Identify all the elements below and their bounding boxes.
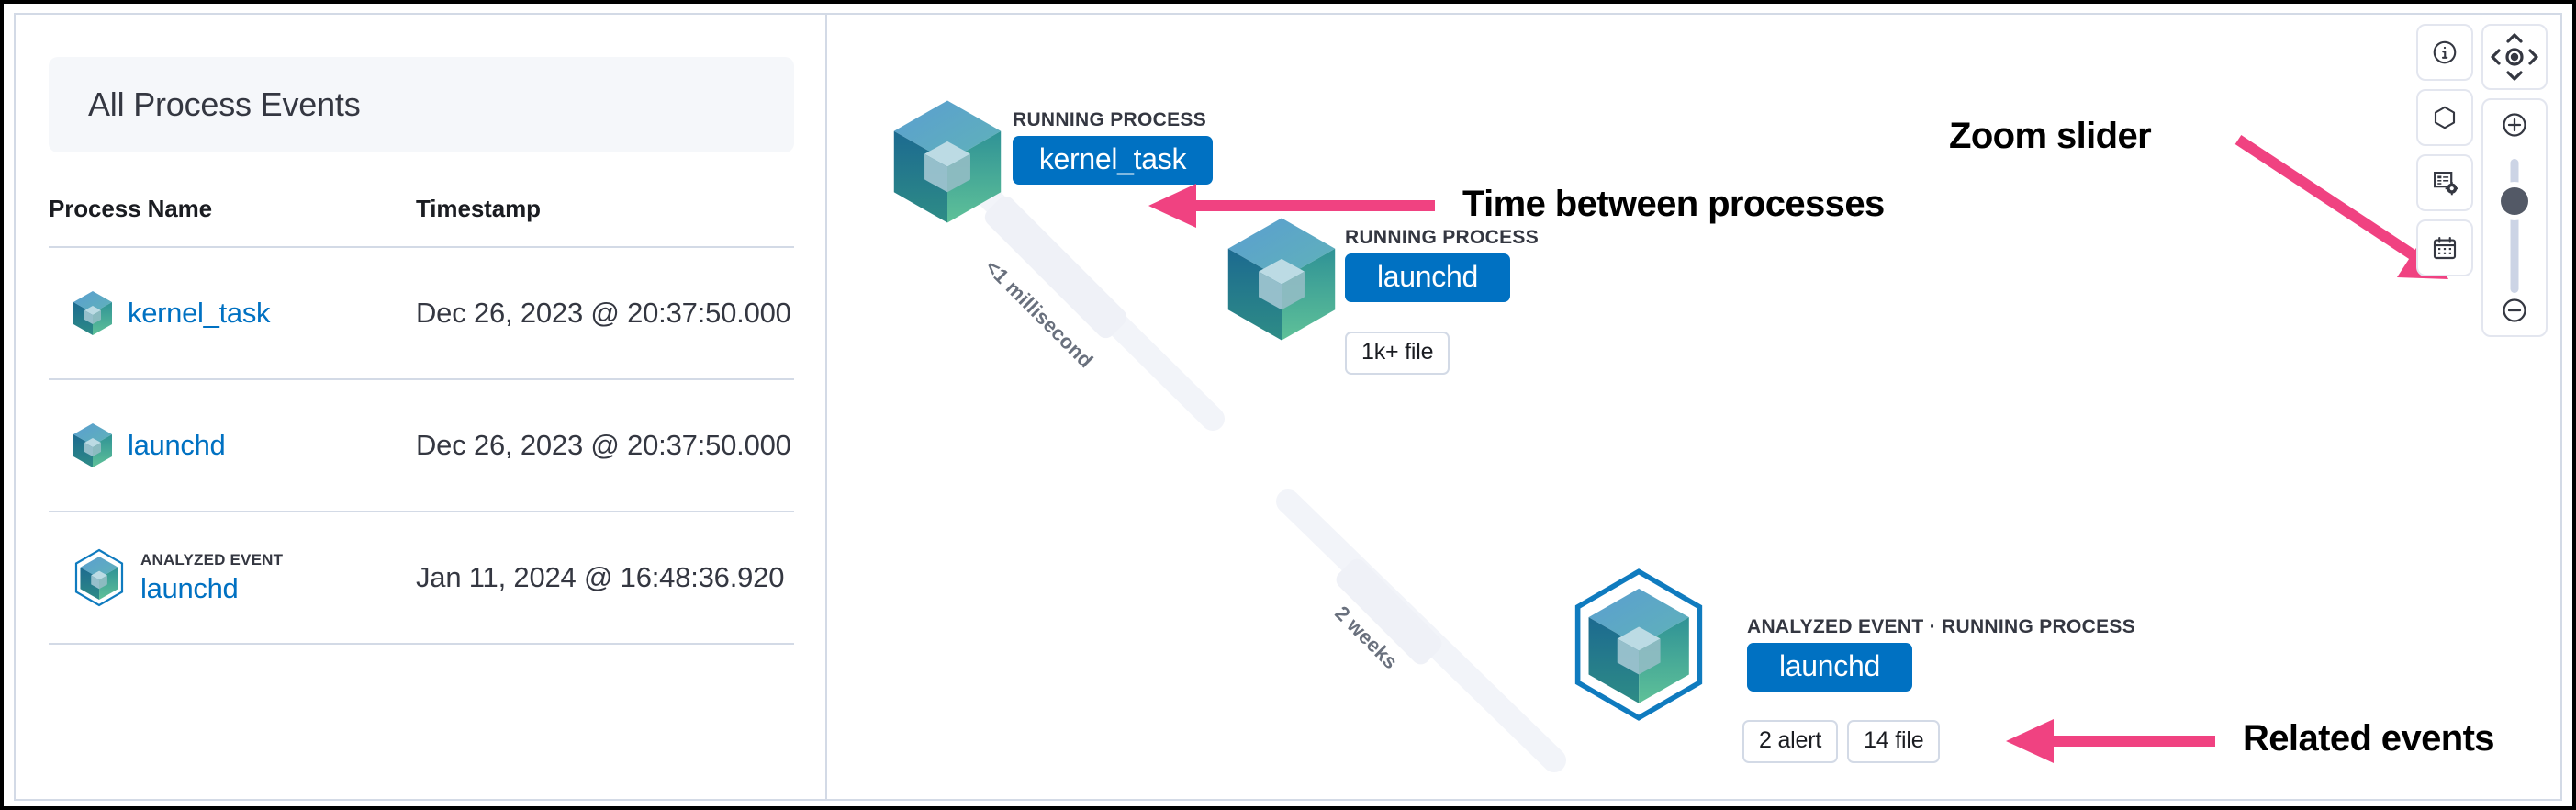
calendar-icon-button[interactable]: [2416, 219, 2473, 276]
table-row[interactable]: kernel_task Dec 26, 2023 @ 20:37:50.000: [49, 248, 794, 380]
pan-control-icons: [2491, 33, 2538, 81]
hexagon-icon: [2434, 106, 2456, 129]
page-title: All Process Events: [88, 85, 361, 123]
graph-node-launchd-analyzed-label: ANALYZED EVENT · RUNNING PROCESS launchd: [1747, 616, 2135, 692]
left-panel: All Process Events Process Name Timestam…: [16, 15, 827, 799]
column-header-timestamp: Timestamp: [416, 195, 541, 222]
process-events-table: Process Name Timestamp: [49, 195, 794, 645]
panel-title-bar: All Process Events: [49, 57, 794, 152]
zoom-slider-thumb[interactable]: [2501, 187, 2528, 215]
graph-node-kernel-task[interactable]: [891, 97, 1003, 231]
info-icon-button[interactable]: [2416, 24, 2473, 81]
toolbar-right-column: [2481, 24, 2548, 337]
chevron-left-icon: [2491, 49, 2501, 65]
process-name-block: launchd: [128, 429, 226, 462]
annotation-related-events: Related events: [2243, 718, 2495, 759]
cell-process-name: launchd: [49, 422, 416, 468]
node-kind-label: RUNNING PROCESS: [1345, 227, 1540, 248]
app-card: All Process Events Process Name Timestam…: [14, 13, 2562, 801]
hexagon-icon-button[interactable]: [2416, 89, 2473, 146]
calendar-icon: [2433, 236, 2457, 260]
graph-edges: [941, 150, 1566, 772]
analyzed-event-cube-icon: [73, 548, 126, 607]
process-name-block: kernel_task: [128, 297, 271, 330]
process-link[interactable]: kernel_task: [128, 297, 271, 329]
table-header-row: Process Name Timestamp: [49, 195, 794, 248]
graph-node-launchd-running[interactable]: [1226, 215, 1338, 348]
node-pill-kernel-task[interactable]: kernel_task: [1013, 136, 1213, 185]
graph-node-launchd-analyzed[interactable]: [1568, 566, 1709, 728]
cell-process-name: kernel_task: [49, 290, 416, 336]
node-kind-label: RUNNING PROCESS: [1013, 109, 1207, 130]
node-pill-launchd-analyzed[interactable]: launchd: [1747, 643, 1912, 692]
annotation-zoom-slider: Zoom slider: [1949, 116, 2152, 156]
process-cube-icon: [73, 290, 113, 336]
cell-timestamp: Jan 11, 2024 @ 16:48:36.920: [416, 560, 785, 593]
chevron-up-icon: [2506, 33, 2523, 43]
graph-toolbar: [2416, 24, 2548, 337]
zoom-slider-track[interactable]: [2510, 159, 2519, 293]
badge-file-count[interactable]: 14 file: [1847, 720, 1941, 763]
process-cube-icon: [73, 422, 113, 468]
node-kind-label: ANALYZED EVENT · RUNNING PROCESS: [1747, 616, 2136, 637]
graph-node-launchd-badges: 1k+ file: [1345, 332, 1450, 375]
badge-alert-count[interactable]: 2 alert: [1742, 720, 1839, 763]
cell-timestamp: Dec 26, 2023 @ 20:37:50.000: [416, 428, 791, 461]
chevron-down-icon: [2506, 71, 2523, 81]
process-link[interactable]: launchd: [140, 571, 239, 604]
list-settings-icon-button[interactable]: [2416, 154, 2473, 211]
related-event-badges: 2 alert 14 file: [1742, 720, 1941, 763]
graph-node-kernel-task-label: RUNNING PROCESS kernel_task: [1013, 109, 1213, 185]
process-graph-canvas[interactable]: <1 millisecond 2 weeks: [829, 15, 2560, 799]
process-link[interactable]: launchd: [128, 429, 226, 461]
toolbar-left-column: [2416, 24, 2473, 276]
node-pill-launchd[interactable]: launchd: [1345, 253, 1510, 302]
table-row[interactable]: launchd Dec 26, 2023 @ 20:37:50.000: [49, 380, 794, 512]
list-settings-icon: [2433, 171, 2458, 195]
analyzed-event-cube-icon: [1574, 568, 1703, 721]
cell-timestamp: Dec 26, 2023 @ 20:37:50.000: [416, 296, 791, 329]
column-header-process-name: Process Name: [49, 195, 213, 222]
table-row[interactable]: ANALYZED EVENT launchd Jan 11, 2024 @ 16…: [49, 512, 794, 645]
process-cube-icon: [893, 100, 1002, 223]
process-cube-icon: [1227, 218, 1336, 341]
badge-file-count[interactable]: 1k+ file: [1345, 332, 1450, 375]
chevron-right-icon: [2528, 49, 2538, 65]
center-target-icon: [2505, 48, 2524, 66]
pan-control[interactable]: [2481, 24, 2548, 90]
process-name-block: ANALYZED EVENT launchd: [140, 551, 283, 605]
info-icon: [2433, 40, 2457, 64]
annotation-time-between-processes: Time between processes: [1462, 184, 1885, 224]
zoom-control[interactable]: [2481, 98, 2548, 337]
plus-circle-icon[interactable]: [2501, 111, 2528, 139]
cell-process-name: ANALYZED EVENT launchd: [49, 548, 416, 607]
graph-node-launchd-running-label: RUNNING PROCESS launchd: [1345, 227, 1539, 302]
analyzed-event-tag: ANALYZED EVENT: [140, 550, 284, 568]
minus-circle-icon[interactable]: [2501, 297, 2528, 324]
